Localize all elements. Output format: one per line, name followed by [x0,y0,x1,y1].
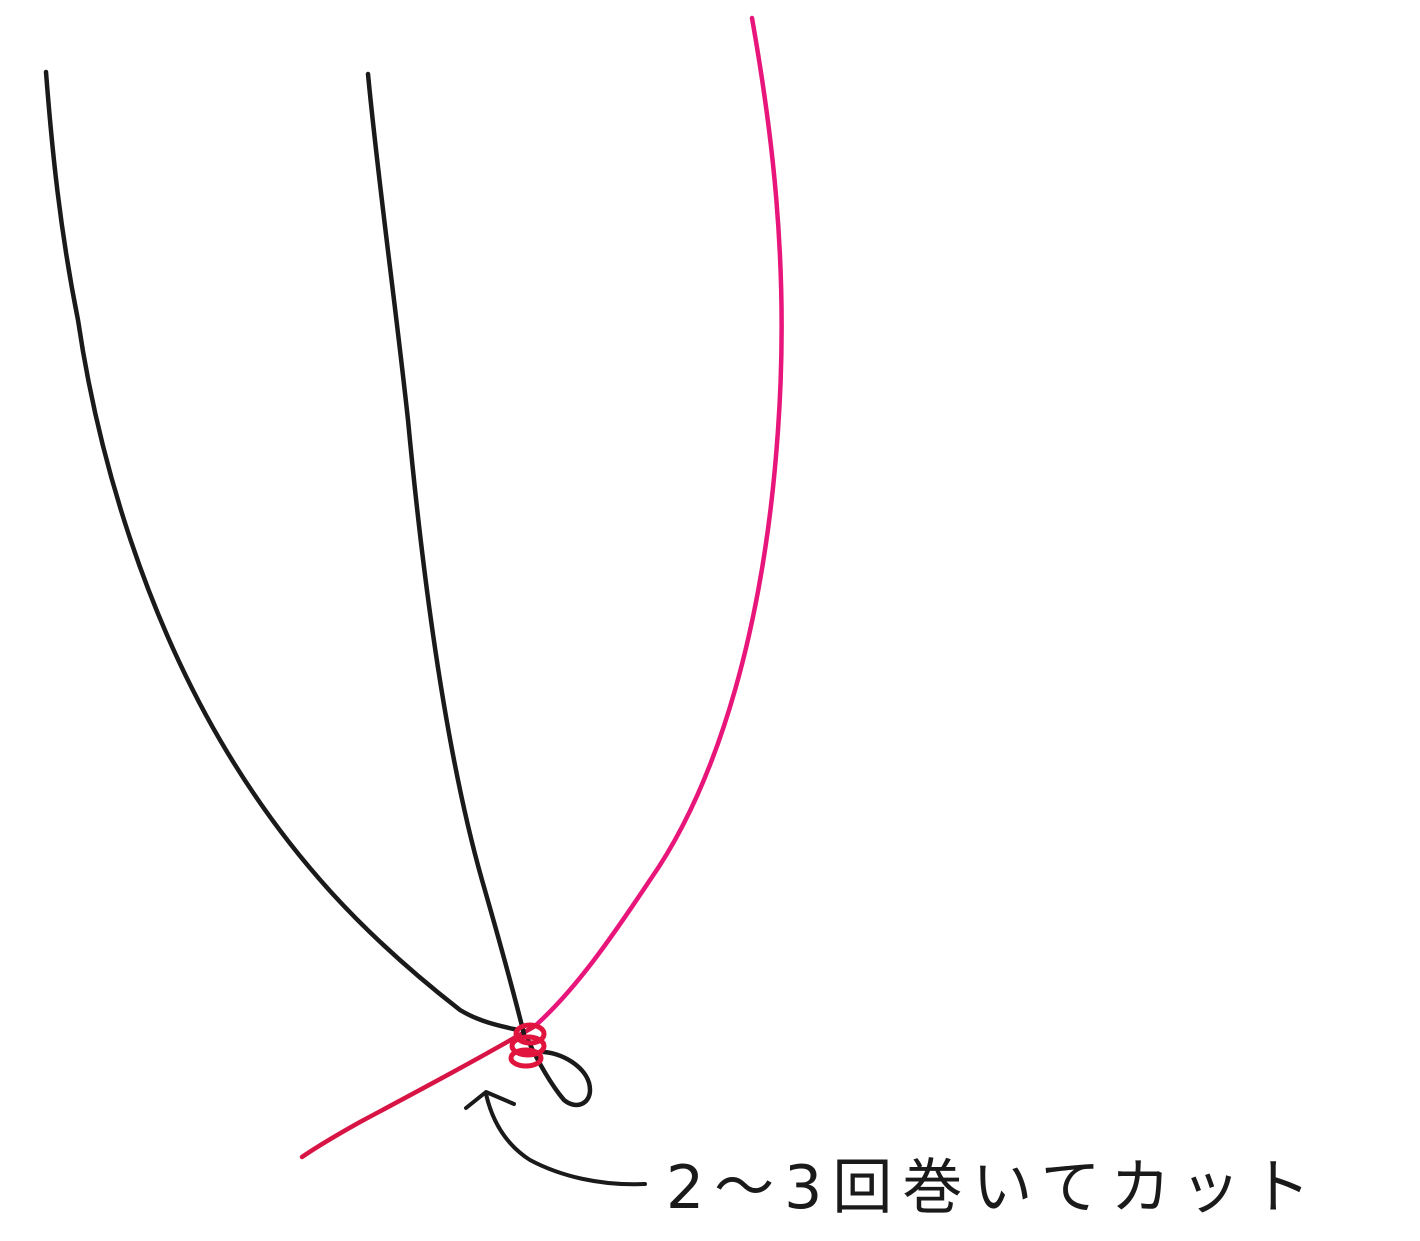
red-tag-end [299,1023,538,1160]
pink-main-line [532,15,784,1029]
curved-arrow-icon [464,1090,647,1187]
tag-loop [525,1037,593,1108]
left-black-leader [43,69,521,1033]
wrap-coil [508,1047,544,1069]
arrow-head [464,1090,516,1110]
wrap-coils [508,1022,547,1069]
wrap-coil [513,1022,547,1046]
instruction-caption: 2～3回巻いてカット [666,1153,1321,1223]
middle-black-leader [365,71,527,1037]
arrow-shaft [484,1092,647,1187]
wrap-coil [509,1034,547,1058]
